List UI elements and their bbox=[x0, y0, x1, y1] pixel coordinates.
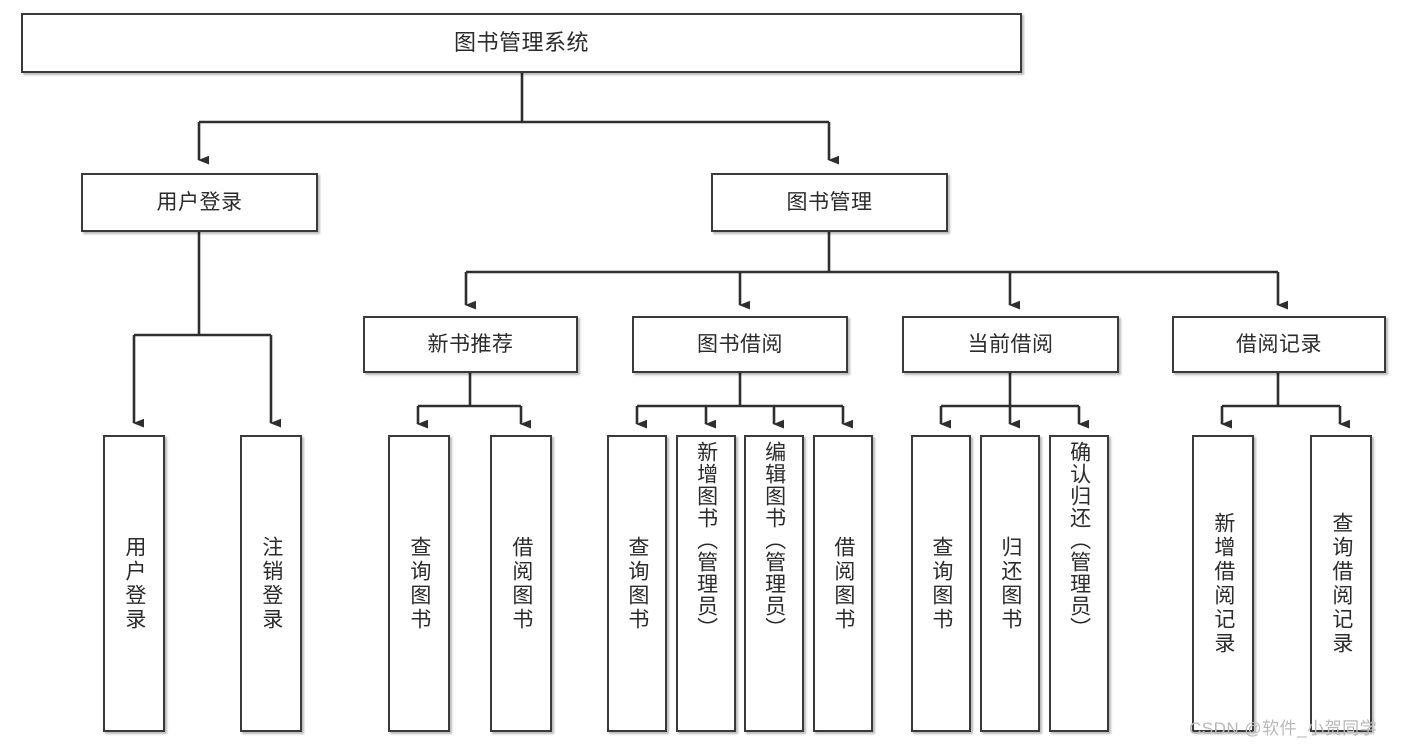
leaf-current-return-book[interactable]: 归还图书 bbox=[980, 435, 1040, 732]
watermark: CSDN @软件_小贺同学 bbox=[1189, 719, 1378, 738]
leaf-record-query-record[interactable]: 查询借阅记录 bbox=[1310, 435, 1372, 732]
leaf-label: 新增借阅记录 bbox=[1211, 511, 1235, 656]
leaf-label: 查询借阅记录 bbox=[1329, 511, 1353, 656]
node-book-borrow[interactable]: 图书借阅 bbox=[632, 316, 848, 373]
leaf-new-book-query-book[interactable]: 查询图书 bbox=[388, 435, 450, 732]
leaf-label: 新增图书（管理员） bbox=[694, 441, 718, 639]
leaf-record-add-record[interactable]: 新增借阅记录 bbox=[1192, 435, 1254, 732]
node-user-login[interactable]: 用户登录 bbox=[81, 173, 318, 232]
node-borrow-record[interactable]: 借阅记录 bbox=[1172, 316, 1386, 373]
leaf-borrow-add-book-admin[interactable]: 新增图书（管理员） bbox=[676, 435, 736, 732]
leaf-label: 查询图书 bbox=[407, 535, 431, 632]
leaf-label: 借阅图书 bbox=[509, 535, 533, 632]
leaf-borrow-query-book[interactable]: 查询图书 bbox=[607, 435, 667, 732]
leaf-borrow-borrow-book[interactable]: 借阅图书 bbox=[813, 435, 873, 732]
leaf-label: 用户登录 bbox=[122, 535, 146, 632]
leaf-label: 查询图书 bbox=[625, 535, 649, 632]
leaf-label: 查询图书 bbox=[929, 535, 953, 632]
leaf-label: 确认归还（管理员） bbox=[1067, 441, 1091, 639]
leaf-label: 归还图书 bbox=[998, 535, 1022, 632]
node-current-borrow[interactable]: 当前借阅 bbox=[902, 316, 1119, 373]
node-root-system[interactable]: 图书管理系统 bbox=[21, 13, 1022, 73]
node-new-book-recommend[interactable]: 新书推荐 bbox=[363, 316, 578, 373]
node-book-management[interactable]: 图书管理 bbox=[711, 173, 948, 232]
leaf-current-confirm-return-admin[interactable]: 确认归还（管理员） bbox=[1049, 435, 1109, 732]
leaf-label: 借阅图书 bbox=[831, 535, 855, 632]
leaf-label: 注销登录 bbox=[259, 535, 283, 632]
leaf-user-login-login[interactable]: 用户登录 bbox=[103, 435, 165, 732]
leaf-current-query-book[interactable]: 查询图书 bbox=[911, 435, 971, 732]
leaf-label: 编辑图书（管理员） bbox=[762, 441, 786, 639]
leaf-user-login-logout[interactable]: 注销登录 bbox=[240, 435, 302, 732]
leaf-new-book-borrow-book[interactable]: 借阅图书 bbox=[490, 435, 552, 732]
leaf-borrow-edit-book-admin[interactable]: 编辑图书（管理员） bbox=[744, 435, 804, 732]
